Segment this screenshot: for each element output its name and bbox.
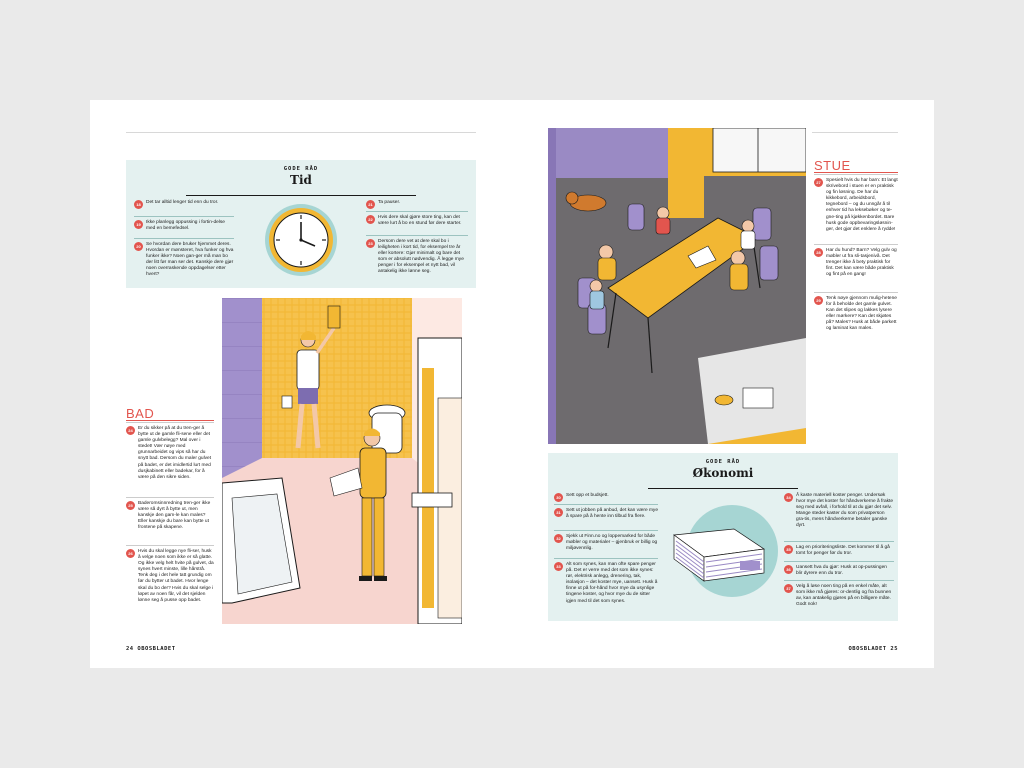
box-title: Økonomi <box>692 466 754 480</box>
tip-23: 23 Dersom dere vet at dere skal bo i lei… <box>366 235 468 276</box>
title-rule <box>186 195 416 196</box>
top-rule <box>812 132 898 133</box>
tip-18: 18 Det tar alltid lenger tid enn du tror… <box>134 200 234 209</box>
left-footer: 24 OBOSBLADET <box>126 646 176 652</box>
box-title: Tid <box>290 173 312 187</box>
okonomi-tips-box: GODE RÅD Økonomi 30 Sett opp et budsjett… <box>548 453 898 621</box>
box-kicker: GODE RÅD <box>283 166 319 172</box>
section-title-bad: BAD <box>126 406 155 421</box>
section-rule <box>126 420 214 421</box>
title-rule <box>648 488 798 489</box>
tid-tips-box: GODE RÅD Tid 18 Det tar alltid lenger ti… <box>126 160 476 288</box>
stue-tip-27: 27 Spesielt hvis du har barn: Et langt s… <box>814 174 898 233</box>
tip-34: 34 Å kaste materiell koster penger. Unde… <box>784 493 894 530</box>
tip-33: 33 Alt som synes, kan man ofte spare pen… <box>554 558 658 605</box>
tip-35: 35 Lag en prioriteringsliste. Det kommer… <box>784 541 894 557</box>
box-kicker: GODE RÅD <box>705 459 741 465</box>
tip-21: 21 Ta pauser. <box>366 200 468 209</box>
tip-31: 31 Sett ut jobben på anbud, det kan være… <box>554 504 658 520</box>
wall-clock-icon <box>265 204 337 276</box>
bathroom-illustration <box>222 298 462 624</box>
bad-tip-24: 24 Er du sikker på at du tren-ger å bytt… <box>126 422 214 481</box>
bad-tip-25: 25 Baderomsinnredning tren-ger ikke være… <box>126 497 214 531</box>
tip-37: 37 Velg å løse noen ting på en enkel måt… <box>784 580 894 608</box>
stue-tip-28: 28 Har du hund? Barn? Velg gulv og møble… <box>814 244 898 278</box>
tip-22: 22 Hvis dere skal gjøre store ting, kan … <box>366 211 468 227</box>
bad-tip-26: 26 Hvis du skal legge nye fli-ser, husk … <box>126 545 214 604</box>
living-room-illustration <box>548 128 806 444</box>
top-rule <box>126 132 476 133</box>
tip-32: 32 Sjekk ut Finn.no og loppemarked for b… <box>554 530 658 552</box>
stue-tip-29: 29 Tenk nøye gjennom mulig-hetene for å … <box>814 292 898 333</box>
tip-20: 20 Se hvordan dere bruker hjemmet deres.… <box>134 238 234 279</box>
magazine-spread: GODE RÅD Tid 18 Det tar alltid lenger ti… <box>90 100 934 668</box>
tip-19: 19 Ikke planlegg oppussing i fortin-dels… <box>134 216 234 232</box>
left-page: GODE RÅD Tid 18 Det tar alltid lenger ti… <box>90 100 512 668</box>
right-footer: OBOSBLADET 25 <box>848 646 898 652</box>
right-page: STUE 27 Spesielt hvis du har barn: Et la… <box>512 100 934 668</box>
section-title-stue: STUE <box>814 158 851 173</box>
tip-36: 36 Uansett hva du gjør: Husk at op-pussi… <box>784 561 894 577</box>
tip-30: 30 Sett opp et budsjett. <box>554 493 658 502</box>
section-rule <box>814 172 898 173</box>
money-stack-icon <box>673 505 778 597</box>
